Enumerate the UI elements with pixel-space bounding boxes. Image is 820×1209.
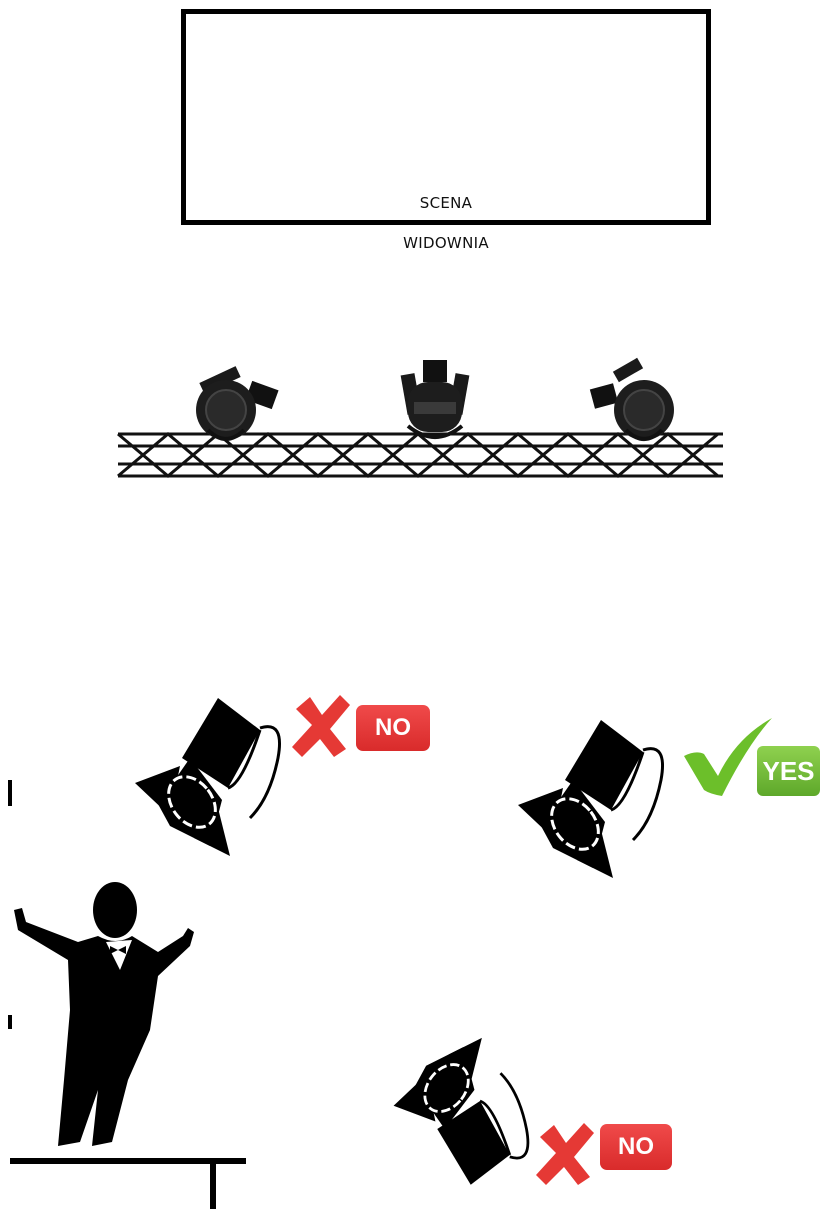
spotlight-icon <box>110 688 290 858</box>
truss-spotlight-left <box>196 366 279 440</box>
edge-marker <box>8 780 12 806</box>
lighting-truss-photo <box>108 330 733 490</box>
truss-spotlight-center <box>401 360 470 437</box>
verdict-badge-no: NO <box>600 1124 672 1170</box>
performer-silhouette <box>8 880 208 1155</box>
spotlight-example-2 <box>493 710 673 880</box>
x-mark-icon <box>288 690 352 762</box>
spotlight-example-3 <box>368 1036 540 1194</box>
spotlight-icon <box>493 710 673 880</box>
verdict-badge-yes: YES <box>757 746 820 796</box>
spotlight-icon <box>368 1036 540 1194</box>
stage-label: SCENA <box>186 194 706 212</box>
edge-marker <box>8 1015 12 1029</box>
stage-outline: SCENA <box>181 9 711 225</box>
verdict-badge-no: NO <box>356 705 430 751</box>
stage-platform <box>10 1158 250 1209</box>
x-mark-icon <box>532 1118 596 1190</box>
audience-label: WIDOWNIA <box>181 234 711 252</box>
truss-spotlight-right <box>590 358 674 440</box>
spotlight-example-1 <box>110 688 290 858</box>
